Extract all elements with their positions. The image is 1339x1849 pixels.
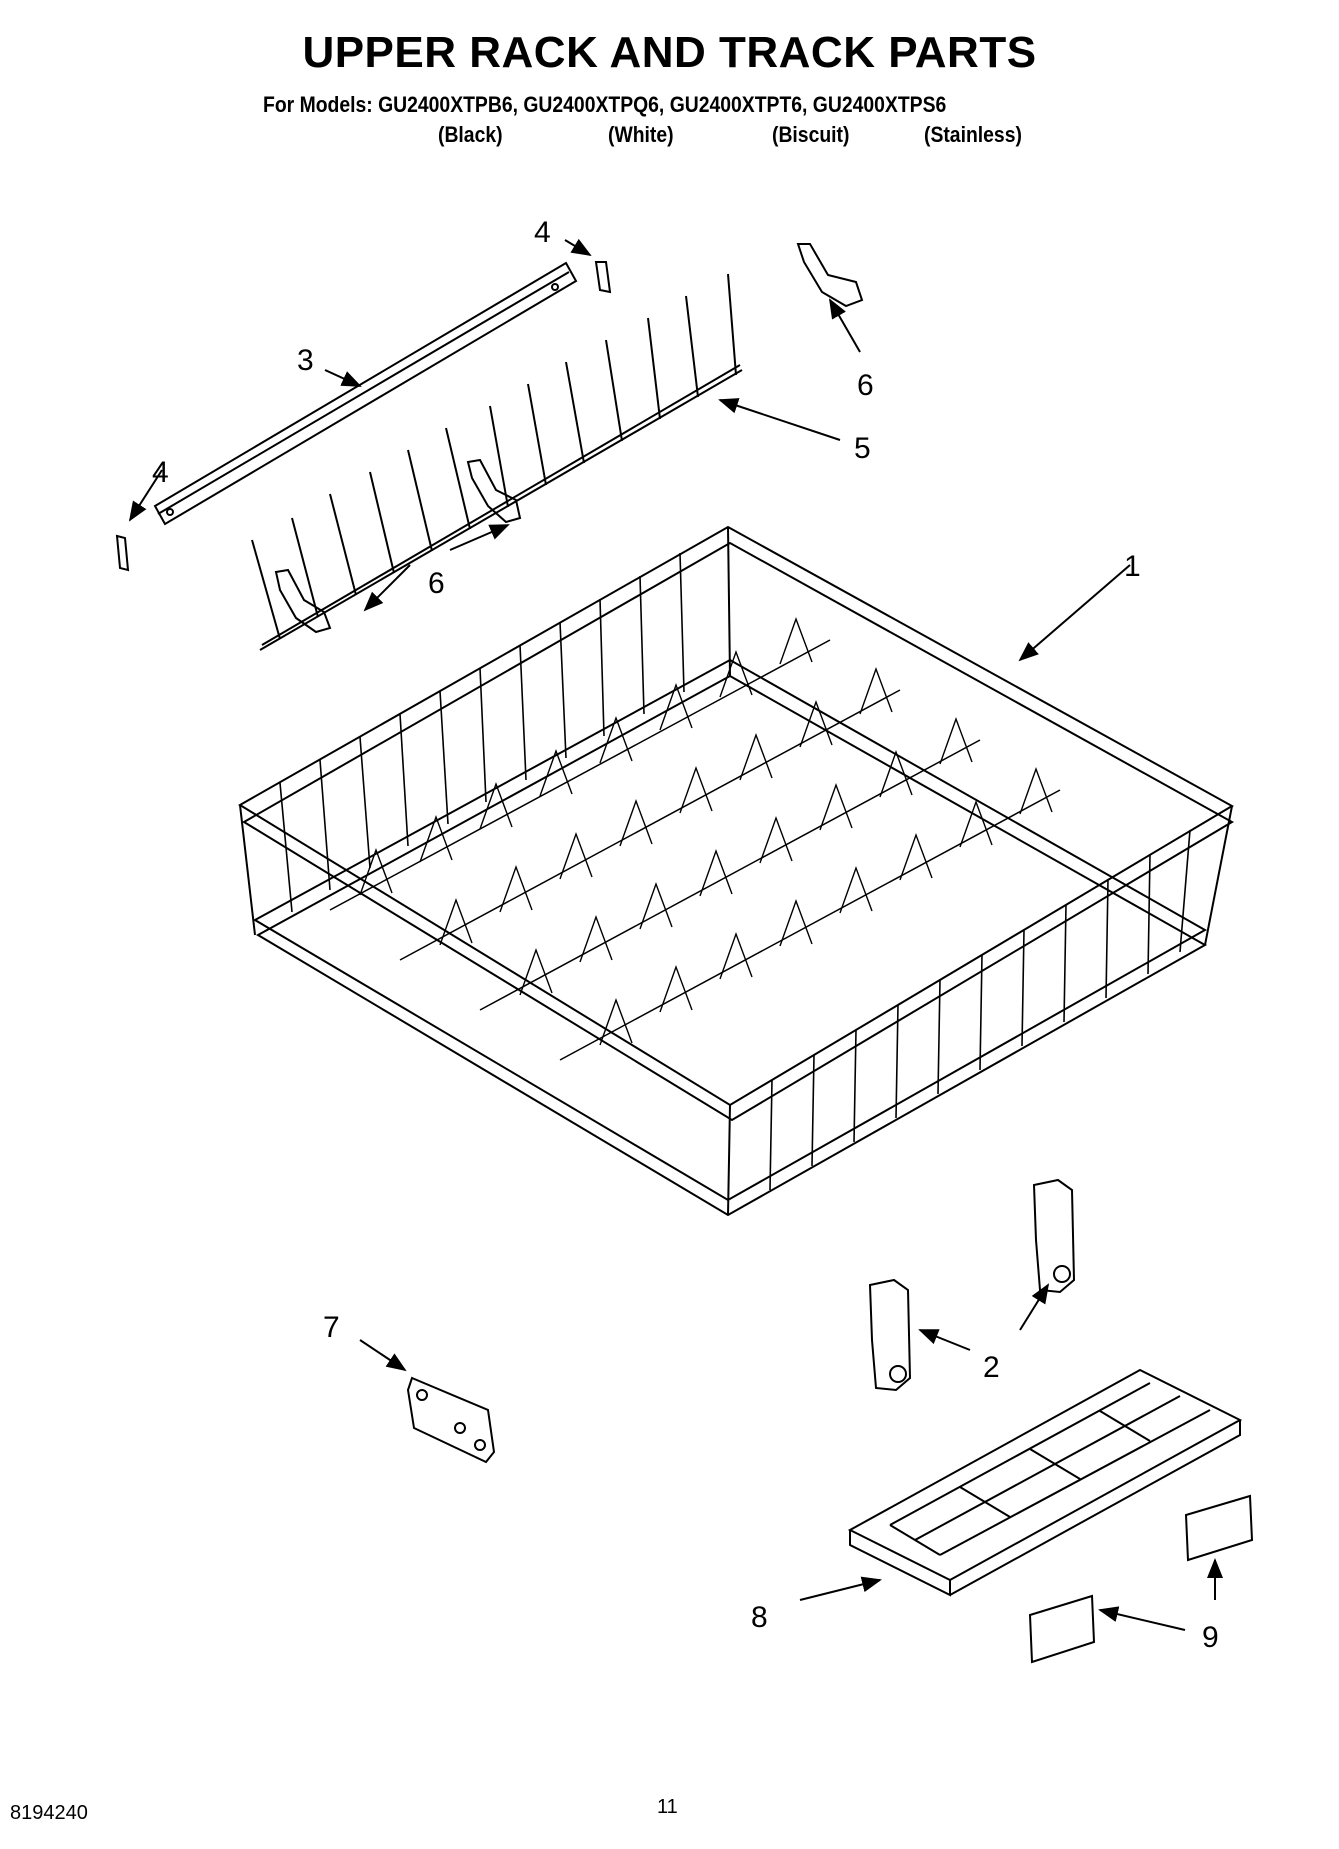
callout-1: 1: [1124, 550, 1141, 583]
upper-track-rail: [153, 261, 578, 526]
page-number: 11: [657, 1796, 678, 1818]
color-biscuit: (Biscuit): [772, 122, 850, 147]
callout-leaders: [128, 238, 1223, 1631]
shelf-clip-middle: [466, 458, 522, 524]
models-line: For Models: GU2400XTPB6, GU2400XTPQ6, GU…: [263, 92, 947, 117]
callout-4-top: 4: [534, 216, 551, 249]
callout-2: 2: [983, 1351, 1000, 1384]
document-number: 8194240: [10, 1802, 88, 1824]
rack-roller-lower: [868, 1278, 912, 1392]
cup-shelf: [251, 273, 743, 651]
callout-9: 9: [1202, 1621, 1219, 1654]
callout-4-left: 4: [152, 456, 169, 489]
callout-5: 5: [854, 432, 871, 465]
callout-3: 3: [297, 344, 314, 377]
callout-8: 8: [751, 1601, 768, 1634]
track-end-cap-left: [115, 534, 130, 572]
track-clip-right: [1184, 1494, 1254, 1562]
track-stop: [406, 1376, 496, 1464]
color-black: (Black): [438, 122, 503, 147]
callout-6-top: 6: [857, 369, 874, 402]
rack-roller-upper: [1032, 1178, 1076, 1294]
track-end-cap-top: [594, 261, 612, 294]
upper-dish-rack: [238, 525, 1235, 1217]
color-white: (White): [608, 122, 674, 147]
track-clip-lower: [1028, 1594, 1096, 1664]
rack-insert-tray: [847, 1368, 1243, 1597]
callout-7: 7: [323, 1311, 340, 1344]
page-title: UPPER RACK AND TRACK PARTS: [302, 28, 1037, 77]
shelf-clip-top: [796, 243, 864, 308]
shelf-clip-left: [274, 568, 332, 634]
callout-6-middle: 6: [428, 567, 445, 600]
color-stainless: (Stainless): [924, 122, 1022, 147]
